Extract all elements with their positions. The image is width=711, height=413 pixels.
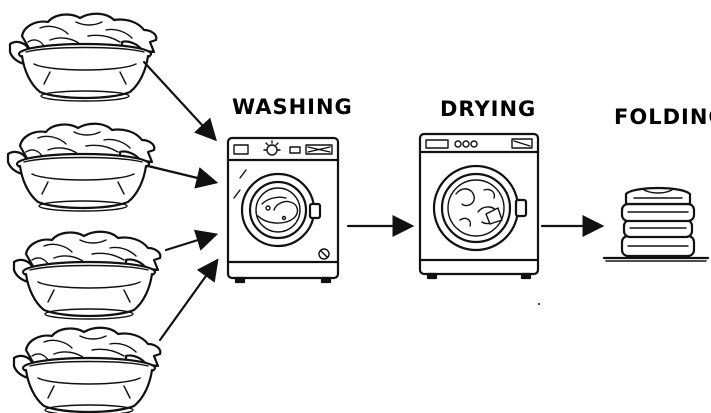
- laundry-basket-icon: [8, 124, 154, 211]
- arrow-icon: [144, 62, 214, 138]
- dryer-icon: [420, 134, 538, 278]
- arrow-icon: [166, 235, 214, 250]
- stage-label-folding: FOLDING: [614, 105, 711, 129]
- arrow-icon: [148, 166, 214, 182]
- stage-label-washing: WASHING: [232, 95, 353, 119]
- laundry-basket-icon: [14, 328, 160, 413]
- washing-machine-icon: [228, 138, 338, 282]
- laundry-basket-icon: [10, 14, 156, 101]
- folded-clothes-icon: [604, 188, 708, 261]
- stage-label-drying: DRYING: [440, 97, 536, 121]
- laundry-basket-icon: [14, 232, 160, 319]
- arrow-icon: [160, 262, 216, 340]
